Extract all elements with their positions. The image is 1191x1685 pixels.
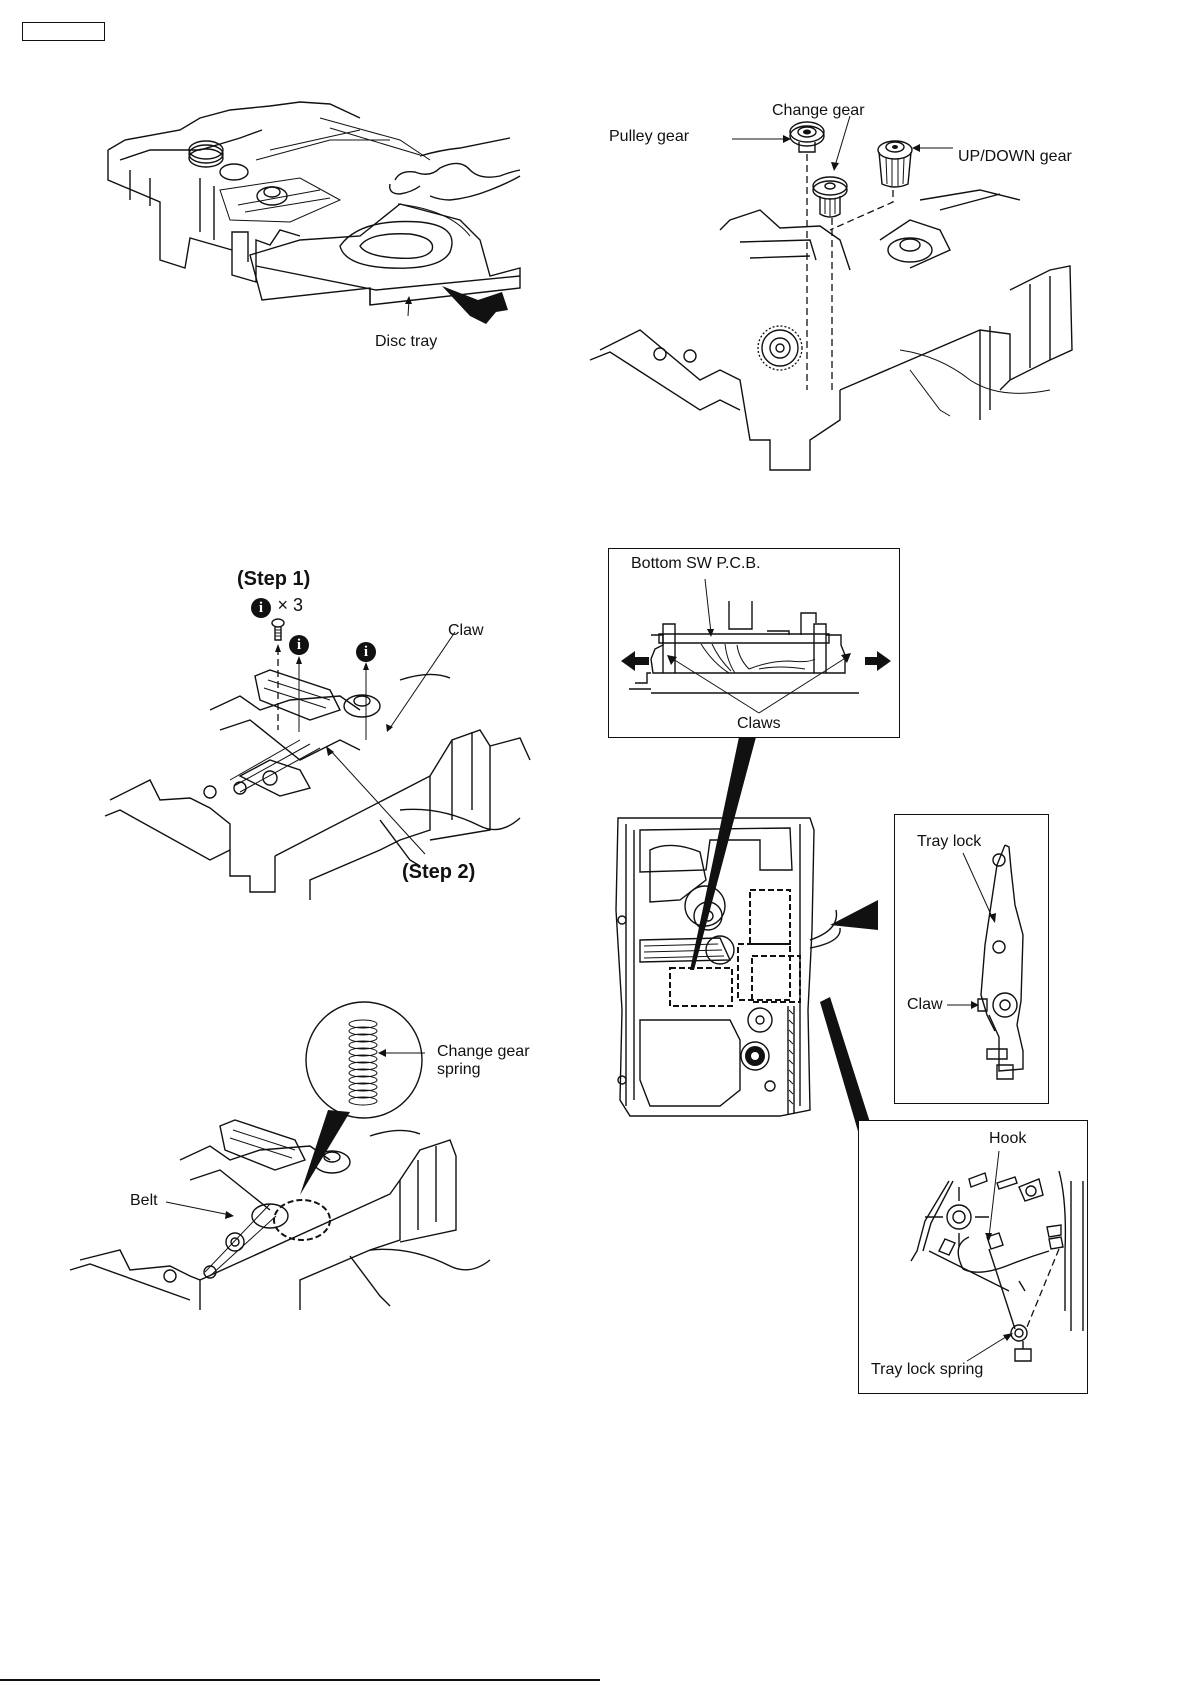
figure-gears: Change gear Pulley gear UP/DOWN gear <box>580 90 1100 480</box>
bottom-sw-pcb-illustration <box>609 549 899 737</box>
spring-illustration <box>70 960 570 1310</box>
tray-lock-illustration <box>895 815 1048 1103</box>
pulley-gear-label: Pulley gear <box>609 128 689 146</box>
screw-marker-2: i <box>356 642 376 662</box>
figure-spring: Change gear spring Belt <box>70 960 570 1310</box>
tray-lock-label: Tray lock <box>917 833 981 851</box>
change-gear-icon <box>813 177 847 217</box>
screw-icon <box>272 619 284 640</box>
claws-label: Claws <box>737 715 781 733</box>
footer-rule <box>0 1679 600 1681</box>
change-gear-spring-label-line1: Change gear <box>437 1043 530 1061</box>
spring-icon <box>349 1020 377 1105</box>
figure-tray-lock: Tray lock Claw <box>894 814 1049 1104</box>
tray-lock-spring-label: Tray lock spring <box>871 1361 983 1379</box>
screw-marker-1: i <box>289 635 309 655</box>
up-down-gear-label: UP/DOWN gear <box>958 148 1072 166</box>
belt-label: Belt <box>130 1192 158 1210</box>
claw-label: Claw <box>448 622 484 640</box>
up-down-gear-icon <box>878 141 912 187</box>
chassis-top-illustration <box>610 810 840 1130</box>
figure-screws: (Step 1) i × 3 <box>100 560 550 930</box>
figure-bottom-sw-pcb: Bottom SW P.C.B. Claws <box>608 548 900 738</box>
step2-label: (Step 2) <box>402 863 475 881</box>
figure-disc-tray: Disc tray <box>0 0 560 380</box>
screws-illustration <box>100 560 550 930</box>
change-gear-spring-label-line2: spring <box>437 1061 481 1079</box>
figure-chassis-top <box>610 810 840 1130</box>
hook-label: Hook <box>989 1130 1026 1148</box>
pulley-gear-icon <box>790 122 824 152</box>
figure-tray-lock-spring: Hook Tray lock spring <box>858 1120 1088 1394</box>
disc-tray-label: Disc tray <box>375 333 437 351</box>
change-gear-label: Change gear <box>772 102 865 120</box>
tray-lock-claw-label: Claw <box>907 996 943 1014</box>
disc-tray-illustration <box>0 0 560 380</box>
bottom-sw-pcb-label: Bottom SW P.C.B. <box>631 555 761 573</box>
tray-lock-spring-illustration <box>859 1121 1087 1393</box>
